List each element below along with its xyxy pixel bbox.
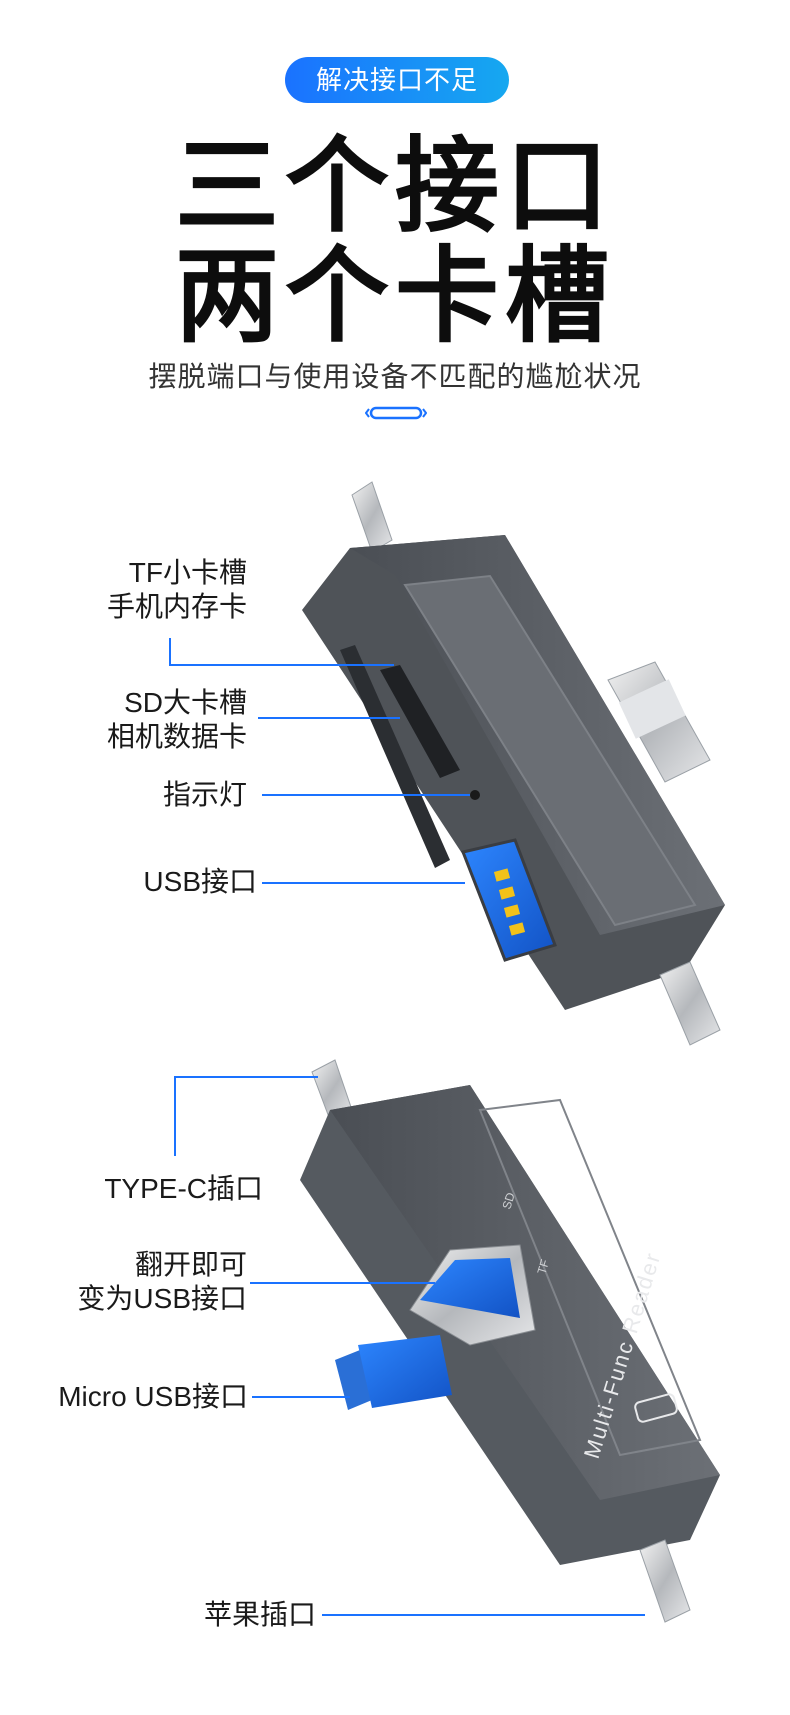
- tf-print: TF: [534, 1258, 552, 1276]
- sd-print: SD: [499, 1191, 517, 1211]
- typec-plug-top: [351, 481, 393, 553]
- headline-line-1: 三个接口: [174, 129, 615, 245]
- card-reader-bottom-image: Multi-Func Reader SD TF: [300, 1059, 720, 1623]
- flip-usb-label: 翻开即可 变为USB接口: [77, 1249, 247, 1314]
- micro-usb-label: Micro USB接口: [58, 1381, 248, 1412]
- tf-slot-label: TF小卡槽 手机内存卡: [106, 557, 247, 622]
- headline-line-2: 两个卡槽: [174, 239, 615, 355]
- typec-label: TYPE-C插口: [104, 1173, 263, 1204]
- divider-icon: [365, 406, 427, 420]
- indicator-label: 指示灯: [162, 779, 247, 810]
- brand-print: Multi-Func Reader: [579, 1249, 666, 1462]
- feature-badge: 解决接口不足: [285, 57, 509, 103]
- subtitle: 摆脱端口与使用设备不匹配的尴尬状况: [148, 361, 642, 392]
- apple-port-label: 苹果插口: [203, 1599, 316, 1630]
- micro-usb-side-plug: [607, 661, 711, 783]
- sd-slot-label: SD大卡槽 相机数据卡: [106, 687, 247, 752]
- usb-port-label: USB接口: [143, 866, 257, 897]
